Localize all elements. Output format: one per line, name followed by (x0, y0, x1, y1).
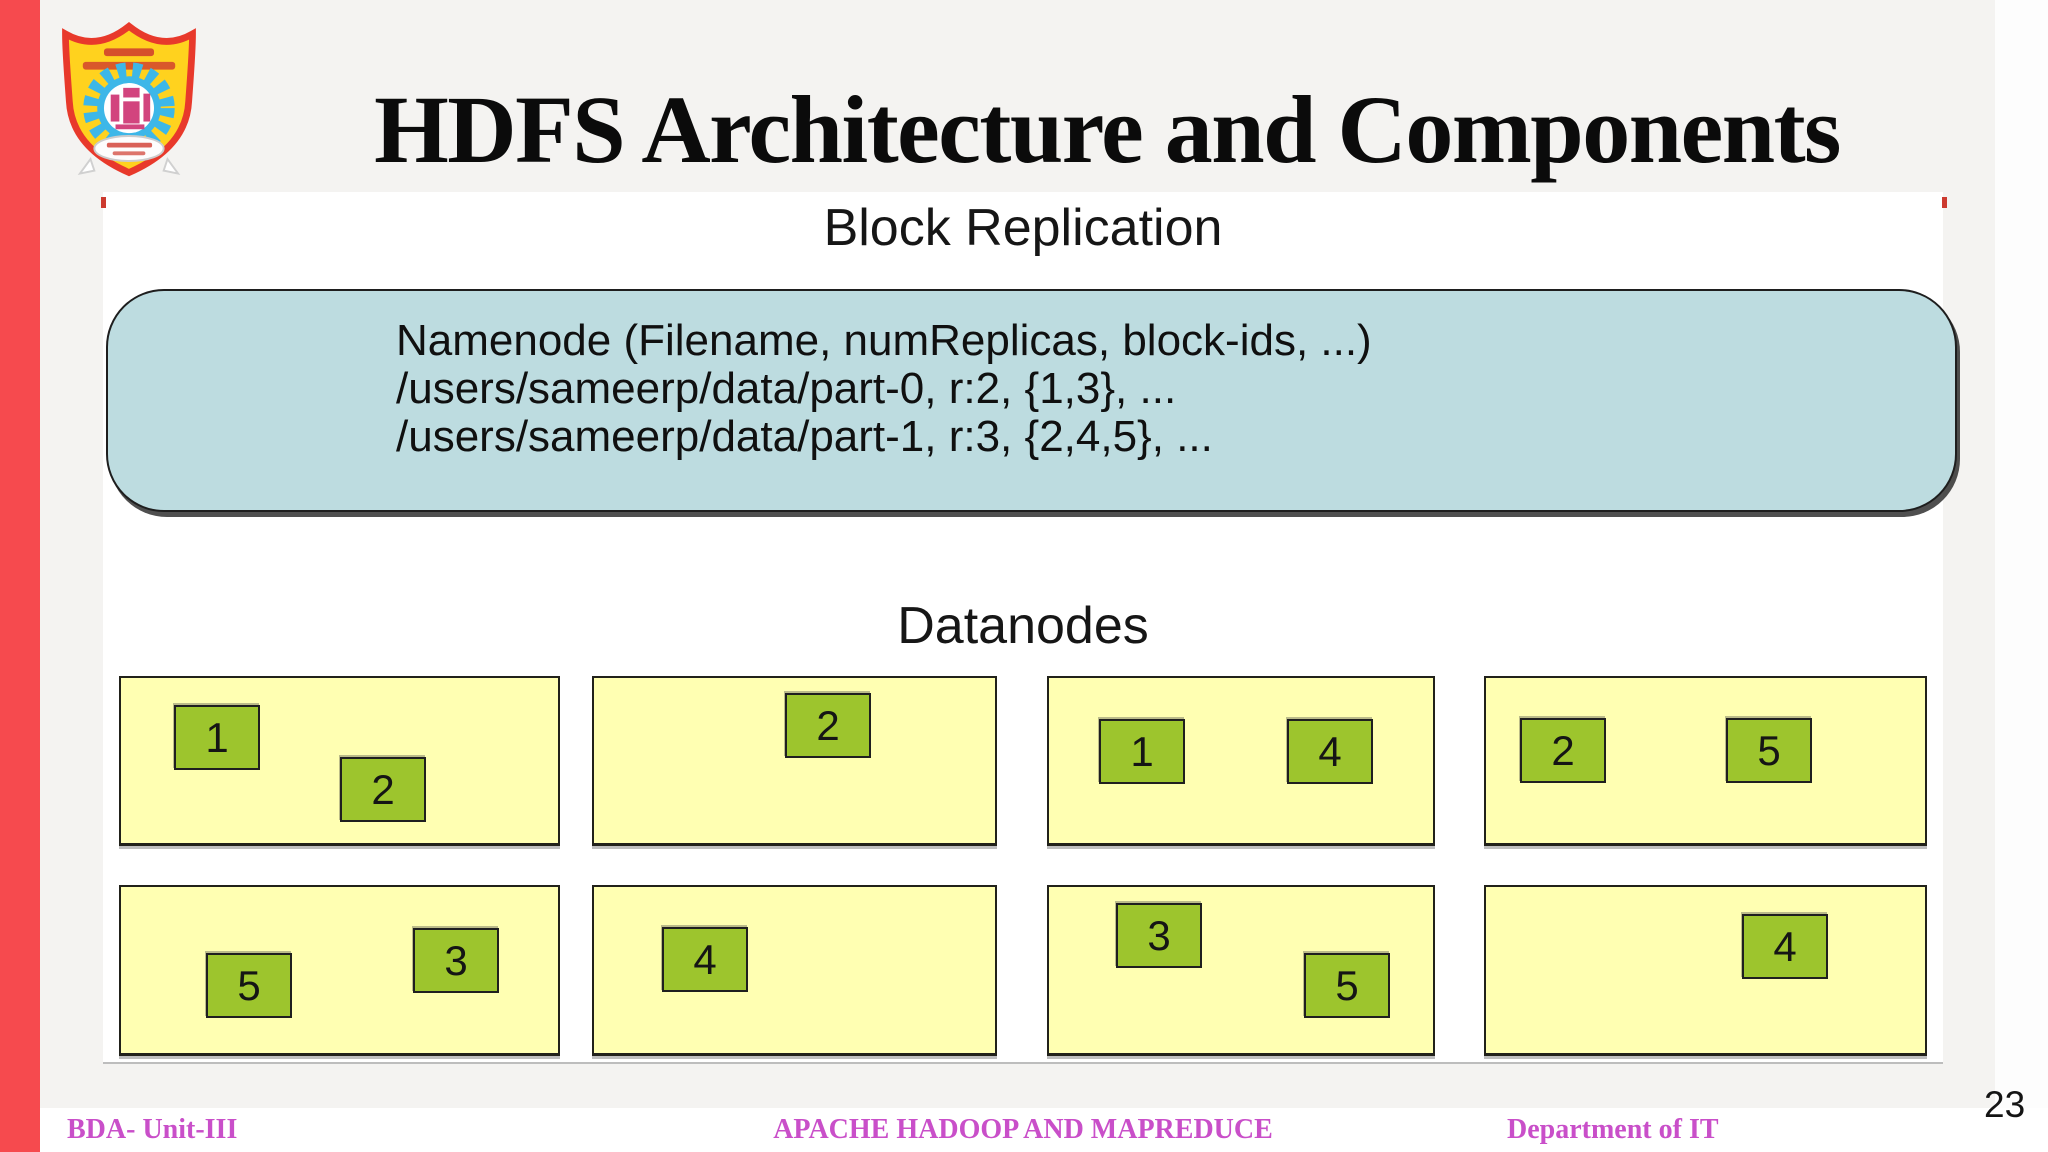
namenode-line: /users/sameerp/data/part-1, r:3, {2,4,5}… (396, 412, 1213, 461)
block-chip: 5 (206, 953, 292, 1018)
footer-subject-label: APACHE HADOOP AND MAPREDUCE (773, 1114, 1273, 1145)
datanode-box-5: 5 3 (119, 885, 560, 1056)
block-chip: 4 (1742, 914, 1828, 979)
block-chip: 4 (662, 927, 748, 992)
page-number: 23 (1984, 1084, 2026, 1125)
block-replication-heading: Block Replication (823, 199, 1223, 257)
datanode-box-2: 2 (592, 676, 997, 846)
datanode-box-4: 2 5 (1484, 676, 1927, 846)
block-chip: 1 (1099, 719, 1185, 784)
building-glyph (110, 87, 151, 130)
gear-icon (83, 62, 175, 154)
placeholder-marker-right (1942, 197, 1947, 208)
block-chip: 2 (1520, 718, 1606, 783)
datanode-box-3: 1 4 (1047, 676, 1435, 846)
datanode-box-1: 1 2 (119, 676, 560, 846)
block-chip: 3 (1116, 903, 1202, 968)
datanodes-heading: Datanodes (897, 597, 1149, 655)
block-chip: 3 (413, 928, 499, 993)
block-chip: 4 (1287, 719, 1373, 784)
datanode-box-6: 4 (592, 885, 997, 1056)
datanode-box-8: 4 (1484, 885, 1927, 1056)
namenode-box: Namenode (Filename, numReplicas, block-i… (106, 289, 1957, 512)
datanode-box-7: 3 5 (1047, 885, 1435, 1056)
right-background-column (1995, 0, 2048, 1152)
footer-department-label: Department of IT (1507, 1114, 1719, 1145)
left-accent-stripe (0, 0, 40, 1152)
block-chip: 5 (1726, 718, 1812, 783)
college-crest-logo (62, 21, 196, 177)
footer-band (40, 1108, 2048, 1152)
block-chip: 2 (340, 757, 426, 822)
placeholder-marker-left (101, 197, 106, 208)
block-chip: 5 (1304, 953, 1390, 1018)
block-chip: 2 (785, 693, 871, 758)
namenode-line: Namenode (Filename, numReplicas, block-i… (396, 316, 1372, 365)
footer-course-label: BDA- Unit-III (67, 1114, 238, 1145)
block-chip: 1 (174, 705, 260, 770)
slide-title: HDFS Architecture and Components (374, 76, 1841, 183)
namenode-line: /users/sameerp/data/part-0, r:2, {1,3}, … (396, 364, 1177, 413)
crest-banner (93, 135, 165, 162)
